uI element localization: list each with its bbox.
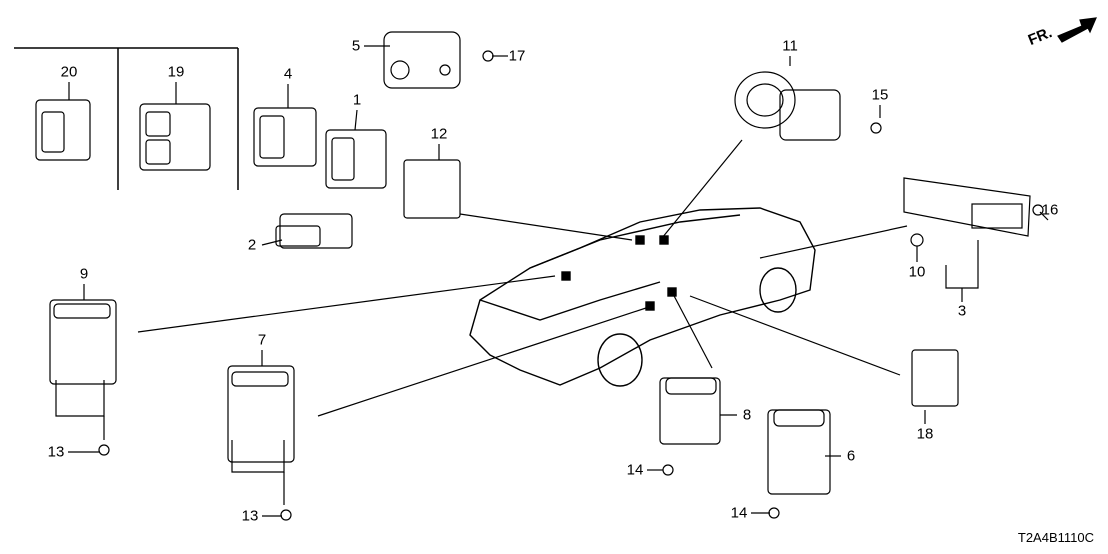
part-3 (903, 177, 1031, 237)
part-20 (35, 99, 91, 161)
callout-5: 5 (351, 37, 361, 55)
front-arrow-icon (1057, 17, 1097, 43)
screw-13a (98, 444, 110, 456)
callout-12: 12 (430, 125, 448, 143)
callout-15: 15 (871, 86, 889, 104)
callout-14: 14 (626, 461, 644, 479)
part-1 (325, 129, 387, 189)
part-19 (139, 103, 211, 171)
callout-13: 13 (47, 443, 65, 461)
callout-4: 4 (283, 65, 293, 83)
callout-20: 20 (60, 63, 78, 81)
callout-1: 1 (352, 91, 362, 109)
part-10 (910, 233, 924, 247)
callout-18: 18 (916, 425, 934, 443)
frame-lines (14, 47, 239, 190)
car-outline (469, 207, 816, 387)
part-8 (659, 377, 721, 445)
part-17 (482, 50, 494, 62)
part-16 (1032, 204, 1044, 216)
part-18 (911, 349, 959, 407)
callout-3: 3 (957, 302, 967, 320)
part-15 (870, 122, 882, 134)
part-4 (253, 107, 317, 167)
callout-2: 2 (247, 236, 257, 254)
callout-6: 6 (846, 447, 856, 465)
part-2 (275, 213, 353, 249)
screw-14b (768, 507, 780, 519)
callout-7: 7 (257, 331, 267, 349)
part-7 (227, 365, 295, 463)
callout-9: 9 (79, 265, 89, 283)
screw-13b (280, 509, 292, 521)
part-12 (403, 159, 461, 219)
callout-8: 8 (742, 406, 752, 424)
callout-11: 11 (782, 37, 798, 55)
callout-16: 16 (1041, 201, 1059, 219)
callout-19: 19 (167, 63, 185, 81)
part-9 (49, 299, 117, 385)
callout-10: 10 (908, 263, 926, 281)
part-5 (383, 31, 461, 89)
callout-13: 13 (241, 507, 259, 525)
leader-lines (55, 45, 1049, 517)
part-11 (734, 71, 841, 141)
diagram-code: T2A4B1110C (1017, 530, 1094, 545)
part-6 (767, 409, 831, 495)
callout-17: 17 (508, 47, 526, 65)
callout-14: 14 (730, 504, 748, 522)
screw-14a (662, 464, 674, 476)
